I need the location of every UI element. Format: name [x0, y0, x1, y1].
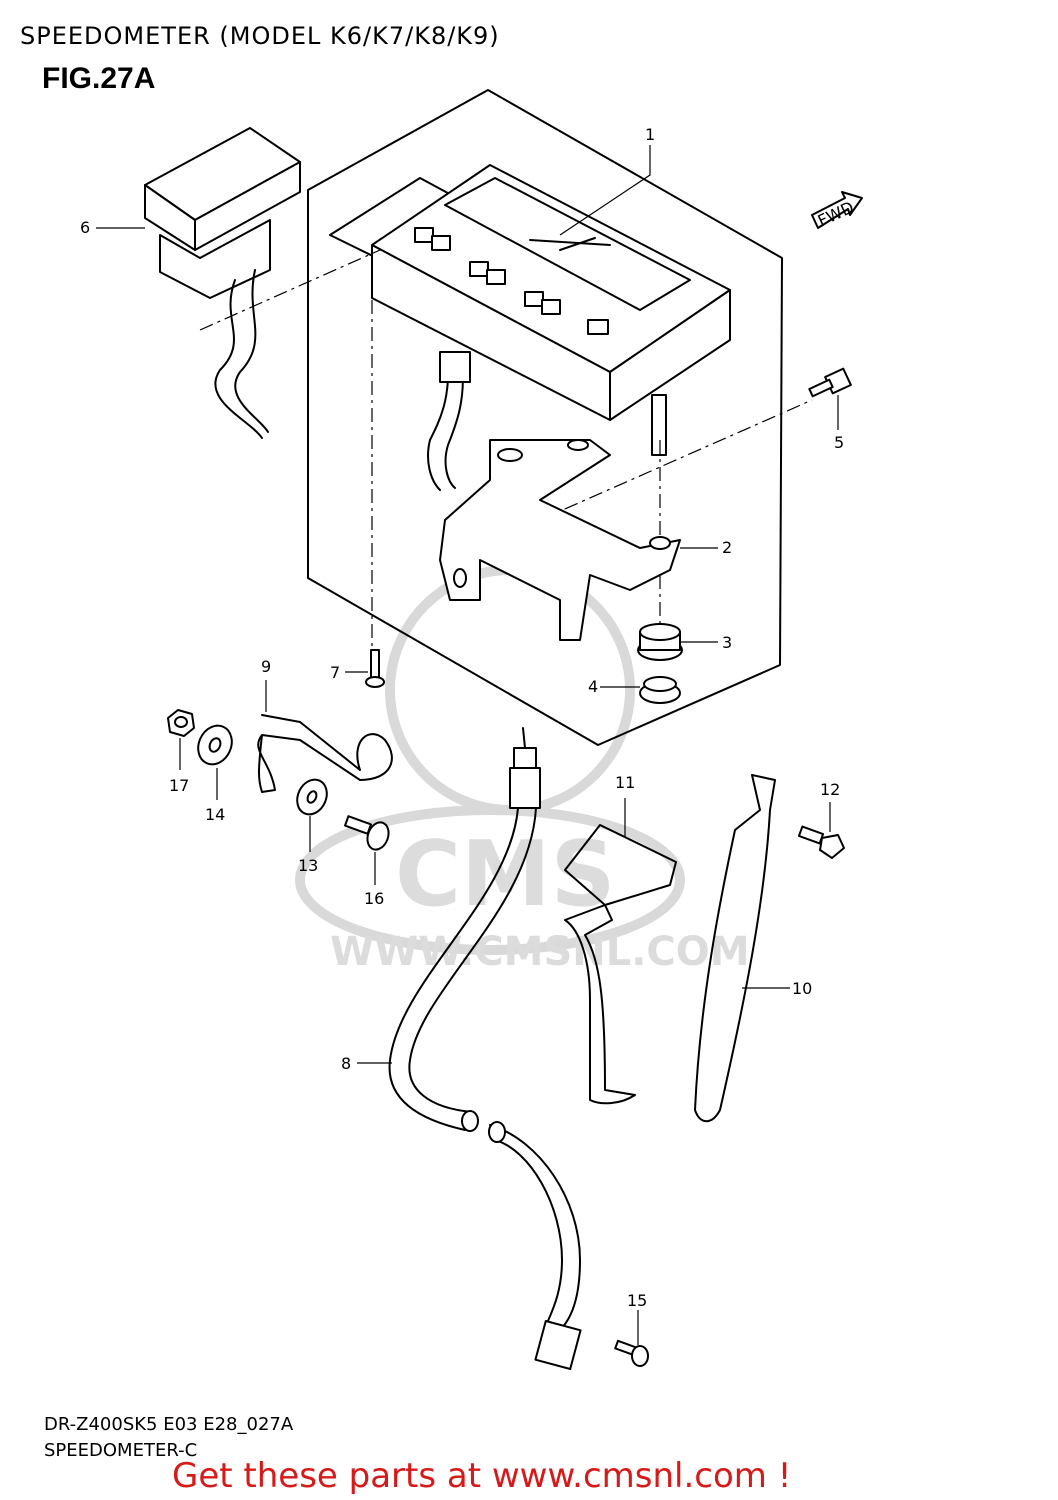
callout-17: 17 [169, 776, 189, 795]
collar-4 [639, 676, 681, 704]
speedometer-cable-8 [388, 727, 582, 1370]
screw-15 [614, 1339, 649, 1367]
callout-3: 3 [722, 633, 732, 652]
watermark-url-text: WWW.CMSNL.COM [330, 929, 750, 975]
cms-watermark: CMS WWW.CMSNL.COM [295, 565, 750, 975]
figure-number: FIG.27A [42, 62, 156, 95]
callout-11: 11 [615, 773, 635, 792]
washer-13 [296, 778, 328, 816]
leader-lines [96, 145, 839, 1345]
band-10 [694, 774, 776, 1123]
buy-parts-link[interactable]: Get these parts at www.cmsnl.com ! [172, 1456, 792, 1496]
watermark-logo-text: CMS [395, 822, 615, 927]
callout-1: 1 [645, 125, 655, 144]
forward-direction-arrow: FWD [811, 191, 863, 230]
bolt-5 [808, 367, 852, 398]
grommet-3 [637, 623, 683, 661]
callout-5: 5 [834, 433, 844, 452]
callout-2: 2 [722, 538, 732, 557]
callout-labels: 1 2 3 4 5 6 7 8 9 10 11 12 13 14 15 16 1… [80, 125, 844, 1310]
speedometer-assembly-outline [307, 89, 783, 746]
callout-12: 12 [820, 780, 840, 799]
indicator-unit-6 [144, 127, 301, 439]
bracket-2 [439, 439, 681, 641]
screw-7 [365, 649, 385, 688]
callout-6: 6 [80, 218, 90, 237]
screw-16 [344, 815, 390, 851]
callout-9: 9 [261, 657, 271, 676]
bolt-12 [797, 825, 845, 859]
wire-clamp-9 [257, 714, 393, 793]
fwd-label: FWD [815, 197, 857, 230]
diagram-title: SPEEDOMETER (MODEL K6/K7/K8/K9) [20, 22, 500, 50]
diagram-name: SPEEDOMETER-C [44, 1440, 198, 1461]
callout-16: 16 [364, 889, 384, 908]
speedometer-unit [329, 164, 731, 491]
callout-15: 15 [627, 1291, 647, 1310]
washer-14 [197, 724, 233, 766]
callout-14: 14 [205, 805, 225, 824]
diagram-code: DR-Z400SK5 E03 E28_027A [44, 1414, 294, 1435]
callout-8: 8 [341, 1054, 351, 1073]
callout-13: 13 [298, 856, 318, 875]
cable-guide-11 [564, 824, 677, 1105]
callout-4: 4 [588, 677, 598, 696]
callout-7: 7 [330, 663, 340, 682]
nut-17 [167, 709, 195, 737]
callout-10: 10 [792, 979, 812, 998]
